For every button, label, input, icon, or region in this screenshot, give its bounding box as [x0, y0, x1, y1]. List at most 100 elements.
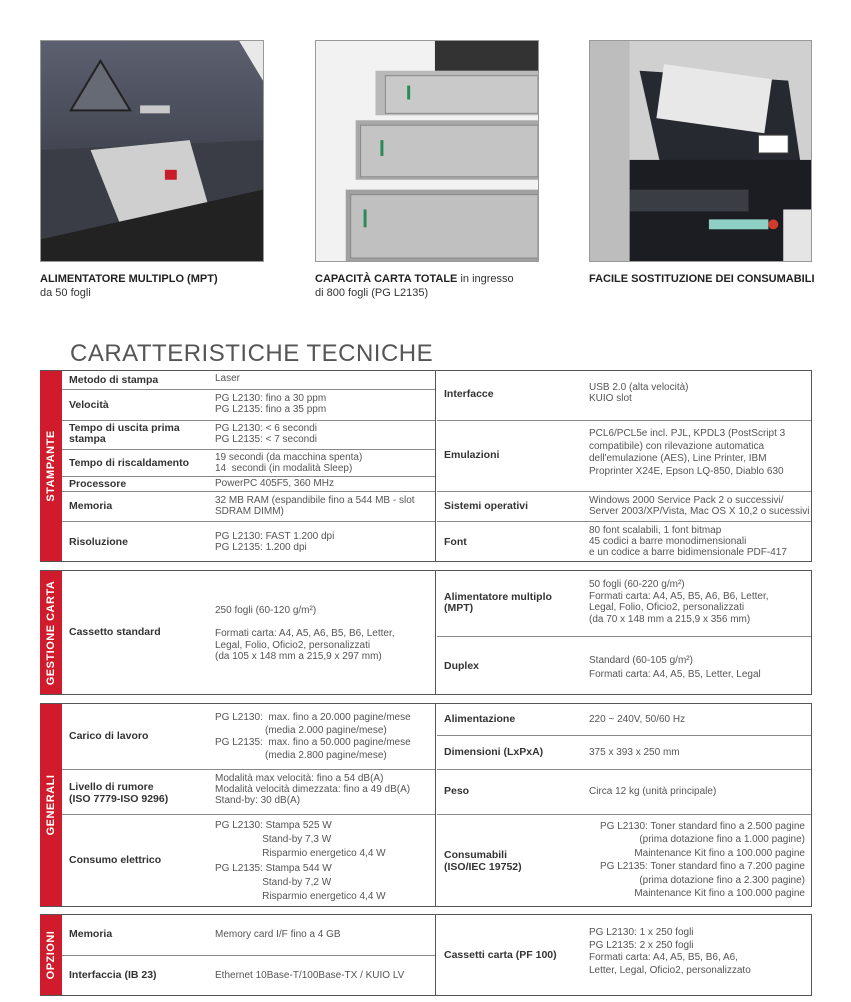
spec-value: Modalità max velocità: fino a 54 dB(A) M…: [215, 773, 411, 806]
spec-label: Livello di rumore (ISO 7779-ISO 9296): [69, 781, 169, 805]
spec-value: PG L2130: Stampa 525 W Stand-by 7,3 W Ri…: [215, 820, 386, 903]
spec-row: Duplex Standard (60-105 g/m²) Formati ca…: [437, 637, 811, 696]
spec-label: Memoria: [69, 500, 113, 512]
spec-row: Interfaccia (IB 23) Ethernet 10Base-T/10…: [62, 956, 435, 997]
spec-row: Processore PowerPC 405F5, 360 MHz: [62, 477, 435, 492]
section-opzioni: OPZIONI Memoria Memory card I/F fino a 4…: [40, 914, 812, 996]
caption-capacity-inline: in ingresso: [457, 273, 514, 285]
spec-value: PG L2130: max. fino a 20.000 pagine/mese…: [215, 712, 411, 761]
section-generali: GENERALI Carico di lavoro PG L2130: max.…: [40, 703, 812, 907]
spec-value: 80 font scalabili, 1 font bitmap 45 codi…: [589, 525, 787, 558]
photo-paper-trays: [315, 40, 539, 262]
spec-row: Velocità PG L2130: fino a 30 ppm PG L213…: [62, 390, 435, 421]
spec-row: Dimensioni (LxPxA) 375 x 393 x 250 mm: [437, 736, 811, 770]
spec-row: Alimentazione 220 ~ 240V, 50/60 Hz: [437, 704, 811, 736]
spec-label: Tempo di riscaldamento: [69, 457, 189, 469]
spec-label: Processore: [69, 478, 127, 490]
caption-consumables-bold: FACILE SOSTITUZIONE DEI CONSUMABILI: [589, 273, 815, 285]
spec-value: 19 secondi (da macchina spenta) 14 secon…: [215, 452, 363, 474]
spec-row: Memoria Memory card I/F fino a 4 GB: [62, 915, 435, 956]
spec-label: Alimentatore multiplo (MPT): [444, 591, 552, 614]
spec-label: Velocità: [69, 399, 109, 411]
section-tab: STAMPANTE: [40, 371, 62, 561]
spec-row: Tempo di riscaldamento 19 secondi (da ma…: [62, 450, 435, 477]
right-column: Interfacce USB 2.0 (alta velocità) KUIO …: [437, 371, 811, 561]
spec-row: Metodo di stampa Laser: [62, 371, 435, 390]
spec-value: PG L2130: < 6 secondi PG L2135: < 7 seco…: [215, 423, 318, 445]
caption-capacity: CAPACITÀ CARTA TOTALE in ingresso di 800…: [315, 272, 565, 300]
spec-value: USB 2.0 (alta velocità) KUIO slot: [589, 382, 689, 404]
caption-consumables: FACILE SOSTITUZIONE DEI CONSUMABILI: [589, 272, 829, 286]
left-column: Carico di lavoro PG L2130: max. fino a 2…: [62, 704, 436, 906]
spec-value: PG L2130: FAST 1.200 dpi PG L2135: 1.200…: [215, 531, 335, 553]
spec-label: Emulazioni: [444, 449, 500, 461]
photo-consumables-replacement: [589, 40, 812, 262]
spec-row: Alimentatore multiplo (MPT) 50 fogli (60…: [437, 571, 811, 637]
spec-value: Circa 12 kg (unità principale): [589, 786, 717, 797]
caption-capacity-text: di 800 fogli (PG L2135): [315, 287, 429, 299]
left-column: Metodo di stampa Laser Velocità PG L2130…: [62, 371, 436, 561]
spec-label: Consumo elettrico: [69, 854, 162, 866]
spec-label: Memoria: [69, 928, 113, 940]
spec-label: Consumabili (ISO/IEC 19752): [444, 849, 522, 873]
page-title: CARATTERISTICHE TECNICHE: [70, 340, 434, 367]
spec-label: Cassetti carta (PF 100): [444, 949, 557, 961]
spec-value: 50 fogli (60-220 g/m²) Formati carta: A4…: [589, 579, 769, 625]
caption-capacity-bold: CAPACITÀ CARTA TOTALE: [315, 273, 458, 285]
section-stampante: STAMPANTE Metodo di stampa Laser Velocit…: [40, 370, 812, 562]
right-column: Alimentazione 220 ~ 240V, 50/60 Hz Dimen…: [437, 704, 811, 906]
spec-value: Ethernet 10Base-T/100Base-TX / KUIO LV: [215, 970, 405, 981]
photo-multipurpose-feeder: [40, 40, 264, 262]
section-tab: GENERALI: [40, 704, 62, 906]
spec-value: PG L2130: Toner standard fino a 2.500 pa…: [600, 821, 805, 900]
spec-value: 32 MB RAM (espandibile fino a 544 MB - s…: [215, 495, 415, 517]
spec-row: Sistemi operativi Windows 2000 Service P…: [437, 492, 811, 522]
caption-mpt-text: da 50 fogli: [40, 287, 91, 299]
spec-row: Emulazioni PCL6/PCL5e incl. PJL, KPDL3 (…: [437, 421, 811, 492]
spec-label: Carico di lavoro: [69, 730, 149, 742]
spec-label: Font: [444, 536, 467, 548]
spec-row: Cassetti carta (PF 100) PG L2130: 1 x 25…: [437, 915, 811, 997]
spec-label: Peso: [444, 785, 470, 797]
spec-label: Duplex: [444, 660, 480, 672]
spec-value: Laser: [215, 373, 241, 384]
spec-row: Peso Circa 12 kg (unità principale): [437, 770, 811, 815]
spec-label: Metodo di stampa: [69, 374, 159, 386]
section-gestione-carta: GESTIONE CARTA Cassetto standard 250 fog…: [40, 570, 812, 695]
spec-row: Cassetto standard 250 fogli (60-120 g/m²…: [62, 571, 435, 696]
spec-row: Livello di rumore (ISO 7779-ISO 9296) Mo…: [62, 770, 435, 815]
spec-value: 220 ~ 240V, 50/60 Hz: [589, 714, 686, 725]
spec-row: Risoluzione PG L2130: FAST 1.200 dpi PG …: [62, 522, 435, 563]
spec-row: Memoria 32 MB RAM (espandibile fino a 54…: [62, 492, 435, 522]
spec-row: Font 80 font scalabili, 1 font bitmap 45…: [437, 522, 811, 563]
spec-value: PG L2130: fino a 30 ppm PG L2135: fino a…: [215, 393, 327, 415]
spec-value: Standard (60-105 g/m²) Formati carta: A4…: [589, 655, 761, 680]
spec-row: Consumabili (ISO/IEC 19752) PG L2130: To…: [437, 815, 811, 908]
spec-row: Carico di lavoro PG L2130: max. fino a 2…: [62, 704, 435, 770]
spec-label: Sistemi operativi: [444, 500, 529, 512]
spec-value: 375 x 393 x 250 mm: [589, 747, 680, 758]
left-column: Memoria Memory card I/F fino a 4 GB Inte…: [62, 915, 436, 995]
spec-row: Interfacce USB 2.0 (alta velocità) KUIO …: [437, 371, 811, 421]
spec-value: 250 fogli (60-120 g/m²) Formati carta: A…: [215, 605, 395, 662]
caption-mpt: ALIMENTATORE MULTIPLO (MPT) da 50 fogli: [40, 272, 264, 300]
spec-label: Interfaccia (IB 23): [69, 969, 157, 981]
spec-value: Memory card I/F fino a 4 GB: [215, 929, 341, 940]
spec-value: PG L2130: 1 x 250 fogli PG L2135: 2 x 25…: [589, 927, 751, 976]
spec-value: PCL6/PCL5e incl. PJL, KPDL3 (PostScript …: [589, 428, 786, 477]
section-tab: OPZIONI: [40, 915, 62, 995]
spec-value: Windows 2000 Service Pack 2 o successivi…: [589, 495, 810, 517]
spec-value: PowerPC 405F5, 360 MHz: [215, 478, 334, 489]
right-column: Cassetti carta (PF 100) PG L2130: 1 x 25…: [437, 915, 811, 995]
spec-label: Dimensioni (LxPxA): [444, 746, 544, 758]
spec-label: Alimentazione: [444, 713, 516, 725]
spec-row: Consumo elettrico PG L2130: Stampa 525 W…: [62, 815, 435, 908]
spec-label: Risoluzione: [69, 536, 128, 548]
caption-mpt-bold: ALIMENTATORE MULTIPLO (MPT): [40, 273, 218, 285]
right-column: Alimentatore multiplo (MPT) 50 fogli (60…: [437, 571, 811, 694]
spec-label: Interfacce: [444, 388, 494, 400]
section-tab: GESTIONE CARTA: [40, 571, 62, 694]
spec-label: Tempo di uscita prima stampa: [69, 422, 180, 445]
spec-row: Tempo di uscita prima stampa PG L2130: <…: [62, 421, 435, 450]
spec-label: Cassetto standard: [69, 626, 161, 638]
